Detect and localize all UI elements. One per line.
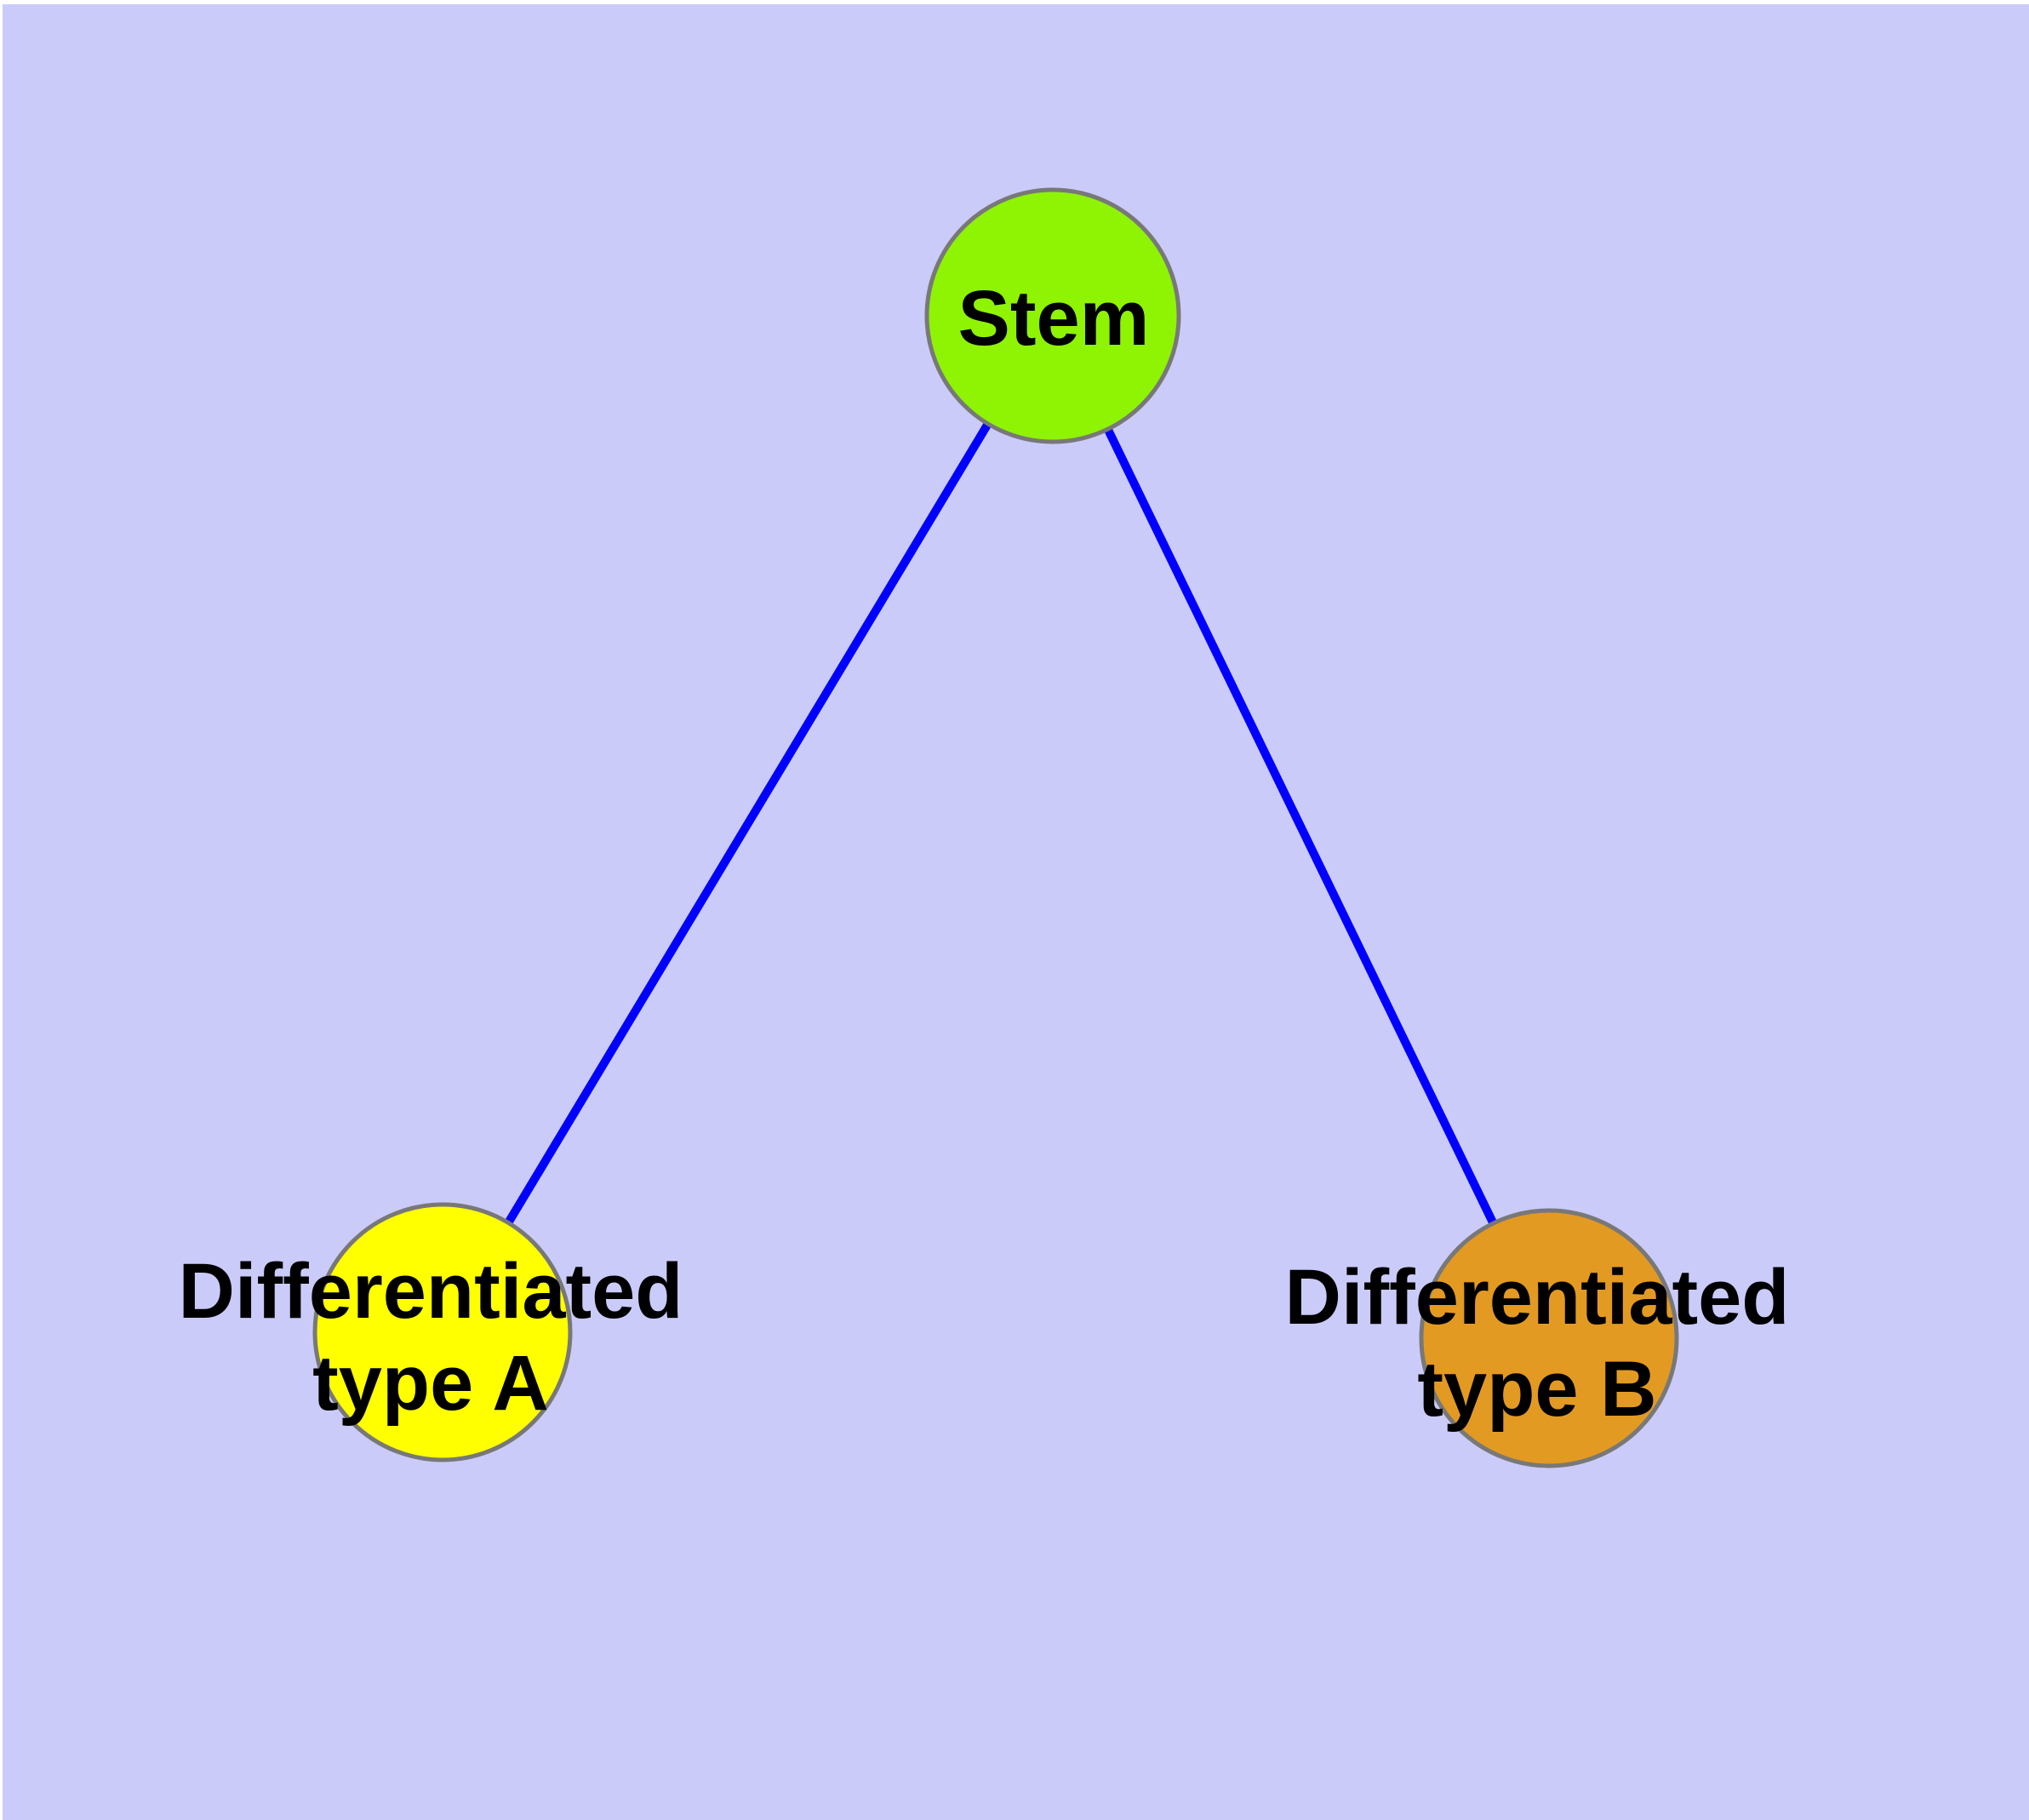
node-type-b-circle[interactable] [1419, 1208, 1679, 1468]
node-type-b-label-line1: Differentiated [1285, 1254, 1790, 1341]
node-stem-circle[interactable] [924, 187, 1181, 444]
node-type-a-label-line2: type A [312, 1340, 549, 1427]
node-differentiated-type-a[interactable]: Differentiated type A [179, 1202, 683, 1462]
node-type-a-label-line1: Differentiated [179, 1248, 683, 1335]
edge-stem-to-type-b[interactable] [1049, 313, 1553, 1341]
edge-group [438, 313, 1553, 1341]
node-stem-label: Stem [958, 275, 1150, 362]
node-type-a-circle[interactable] [312, 1202, 573, 1462]
node-type-b-label-line2: type B [1417, 1346, 1656, 1433]
node-stem[interactable]: Stem [924, 187, 1181, 444]
node-differentiated-type-b[interactable]: Differentiated type B [1285, 1208, 1790, 1468]
edge-stem-to-type-a[interactable] [438, 313, 1057, 1335]
